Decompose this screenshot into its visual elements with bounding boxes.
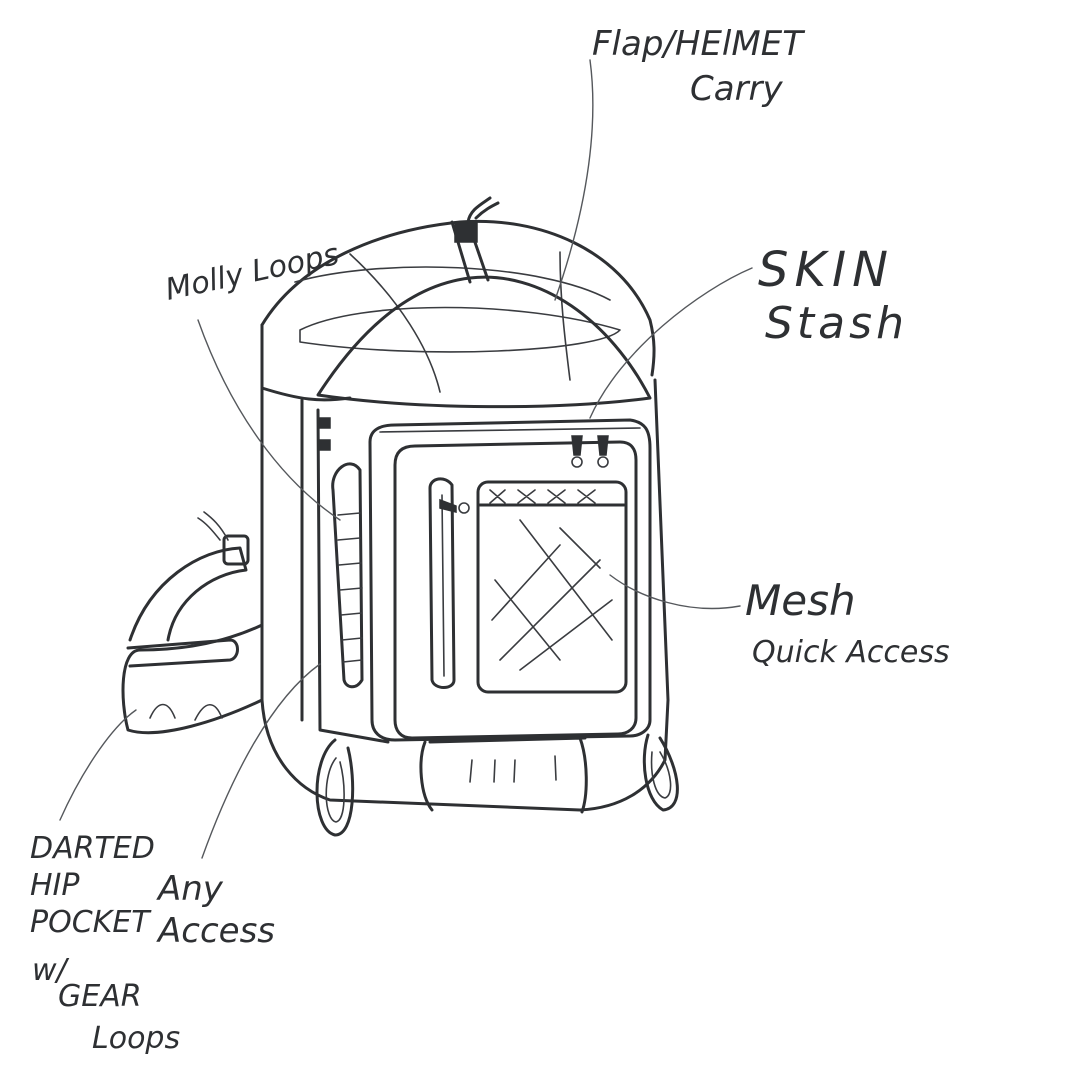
- annotation-labels: Flap/HElMET Carry SKIN Stash Molly Loops…: [30, 24, 950, 1056]
- vertical-zip-line: [442, 495, 444, 676]
- lid-band-left: [262, 325, 350, 400]
- bottom-loop-left: [317, 740, 353, 835]
- label-flap-carry: Carry: [690, 69, 784, 109]
- bottom-loop-right: [644, 735, 677, 810]
- strap-tail: [468, 198, 498, 222]
- molle-buckle-b: [318, 440, 330, 450]
- leader-darted: [60, 710, 136, 820]
- label-gear: GEAR: [58, 979, 142, 1014]
- hip-strap-tail: [198, 512, 228, 540]
- lid-flap: [318, 277, 650, 406]
- vertical-zip-ring: [459, 503, 469, 513]
- lid-buckle: [455, 222, 477, 242]
- mesh-lines: [492, 520, 612, 670]
- lid-ellipse-top: [295, 267, 610, 300]
- hip-darts: [150, 705, 222, 721]
- bottom-roll: [421, 738, 586, 812]
- hip-pocket: [128, 640, 238, 666]
- label-any: Any: [156, 869, 224, 909]
- label-loops: Loops: [92, 1021, 180, 1056]
- lid-crossline: [350, 252, 570, 392]
- label-skin: SKIN: [758, 242, 894, 298]
- label-access: Access: [156, 911, 275, 951]
- label-mesh: Mesh: [745, 576, 856, 625]
- lid-ellipse-inner: [300, 308, 620, 352]
- label-pocket: POCKET: [30, 905, 152, 940]
- bottom-roll-lines: [470, 756, 556, 782]
- zipper-ring-a: [572, 457, 582, 467]
- bottom-loop-left-inner: [326, 758, 344, 822]
- label-molly-loops: Molly Loops: [162, 237, 342, 308]
- molle-strip: [333, 464, 362, 687]
- label-stash: Stash: [765, 298, 908, 349]
- label-flap-helmet: Flap/HElMET: [592, 24, 805, 64]
- front-panel-zipper-top: [380, 428, 640, 432]
- label-darted: DARTED: [30, 831, 155, 866]
- zipper-pull-b: [598, 436, 608, 455]
- mesh-band-x: [490, 490, 595, 503]
- hip-belt-arch: [130, 548, 246, 640]
- side-seam: [302, 400, 388, 742]
- label-hip: HIP: [30, 868, 80, 903]
- hip-belt: [123, 625, 262, 733]
- zipper-pull-a: [572, 436, 582, 455]
- zipper-ring-b: [598, 457, 608, 467]
- molle-rungs: [338, 513, 362, 662]
- molle-buckle-a: [318, 418, 330, 428]
- label-quick-access: Quick Access: [752, 635, 950, 670]
- leader-mesh: [610, 575, 740, 608]
